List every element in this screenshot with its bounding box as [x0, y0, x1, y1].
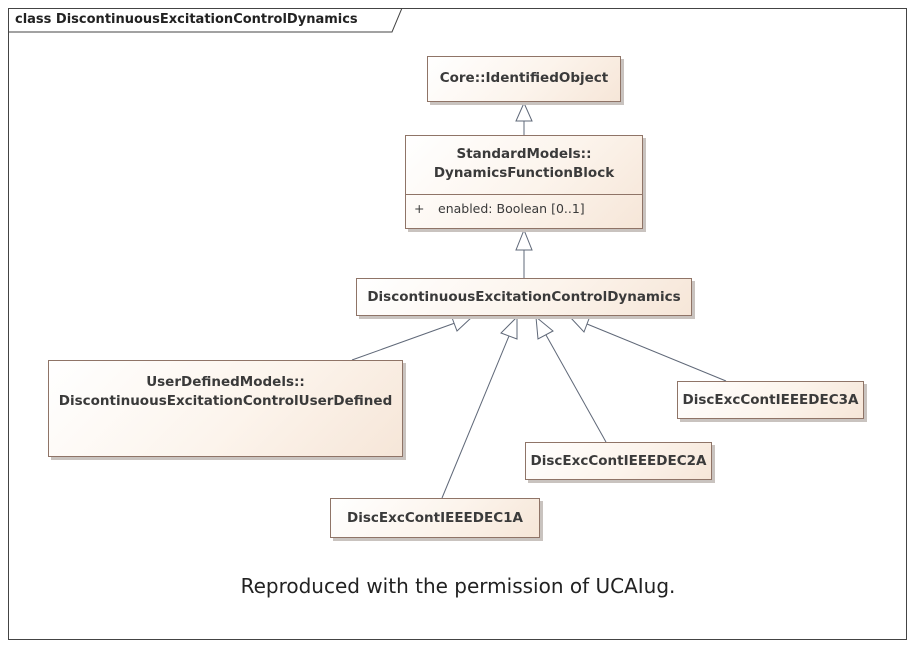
class-disc-exc-cont-ieee-dec1a[interactable]: DiscExcContIEEEDEC1A [330, 498, 540, 538]
class-identified-object[interactable]: Core::IdentifiedObject [427, 56, 621, 102]
class-name: Core::IdentifiedObject [439, 70, 609, 86]
frame-tab-outline [8, 8, 403, 33]
class-disc-exc-cont-ieee-dec3a[interactable]: DiscExcContIEEEDEC3A [677, 381, 864, 419]
attribute-visibility: + [414, 201, 425, 216]
generalization-arrowhead [568, 315, 591, 333]
class-name: DiscExcContIEEEDEC3A [682, 392, 859, 408]
class-name: DiscExcContIEEEDEC1A [347, 510, 523, 526]
class-name: DynamicsFunctionBlock [433, 165, 615, 181]
class-disc-exc-cont-ieee-dec2a[interactable]: DiscExcContIEEEDEC2A [525, 442, 712, 480]
permission-caption: Reproduced with the permission of UCAIug… [240, 574, 676, 598]
attribute-compartment: + enabled: Boolean [0..1] [406, 194, 642, 222]
generalization-arrowhead [450, 314, 474, 332]
class-user-defined[interactable]: UserDefinedModels:: DiscontinuousExcitat… [48, 360, 403, 457]
frame-title: class DiscontinuousExcitationControlDyna… [15, 12, 358, 27]
generalization-arrowhead [535, 315, 554, 340]
generalization-arrowhead [515, 228, 533, 251]
generalization-arrowhead [500, 315, 518, 340]
edge-dec2a-to-dec [545, 334, 607, 443]
class-name: DiscExcContIEEEDEC2A [530, 453, 707, 469]
class-name-compartment: StandardModels:: DynamicsFunctionBlock [406, 136, 642, 194]
class-package-name: StandardModels:: [456, 146, 592, 162]
attribute-enabled: enabled: Boolean [0..1] [438, 201, 585, 216]
edge-dec1a-to-dec [441, 335, 510, 499]
class-dynamics-function-block[interactable]: StandardModels:: DynamicsFunctionBlock +… [405, 135, 643, 229]
class-name-compartment: UserDefinedModels:: DiscontinuousExcitat… [49, 361, 402, 411]
class-name: DiscontinuousExcitationControlDynamics [367, 289, 681, 305]
generalization-arrowhead [515, 101, 533, 122]
class-name: DiscontinuousExcitationControlUserDefine… [58, 393, 393, 409]
class-discontinuous-excitation-control-dynamics[interactable]: DiscontinuousExcitationControlDynamics [356, 278, 692, 316]
class-package-name: UserDefinedModels:: [146, 374, 305, 390]
edge-userdefined-to-dec [351, 322, 456, 361]
edge-dec3a-to-dec [586, 323, 727, 382]
